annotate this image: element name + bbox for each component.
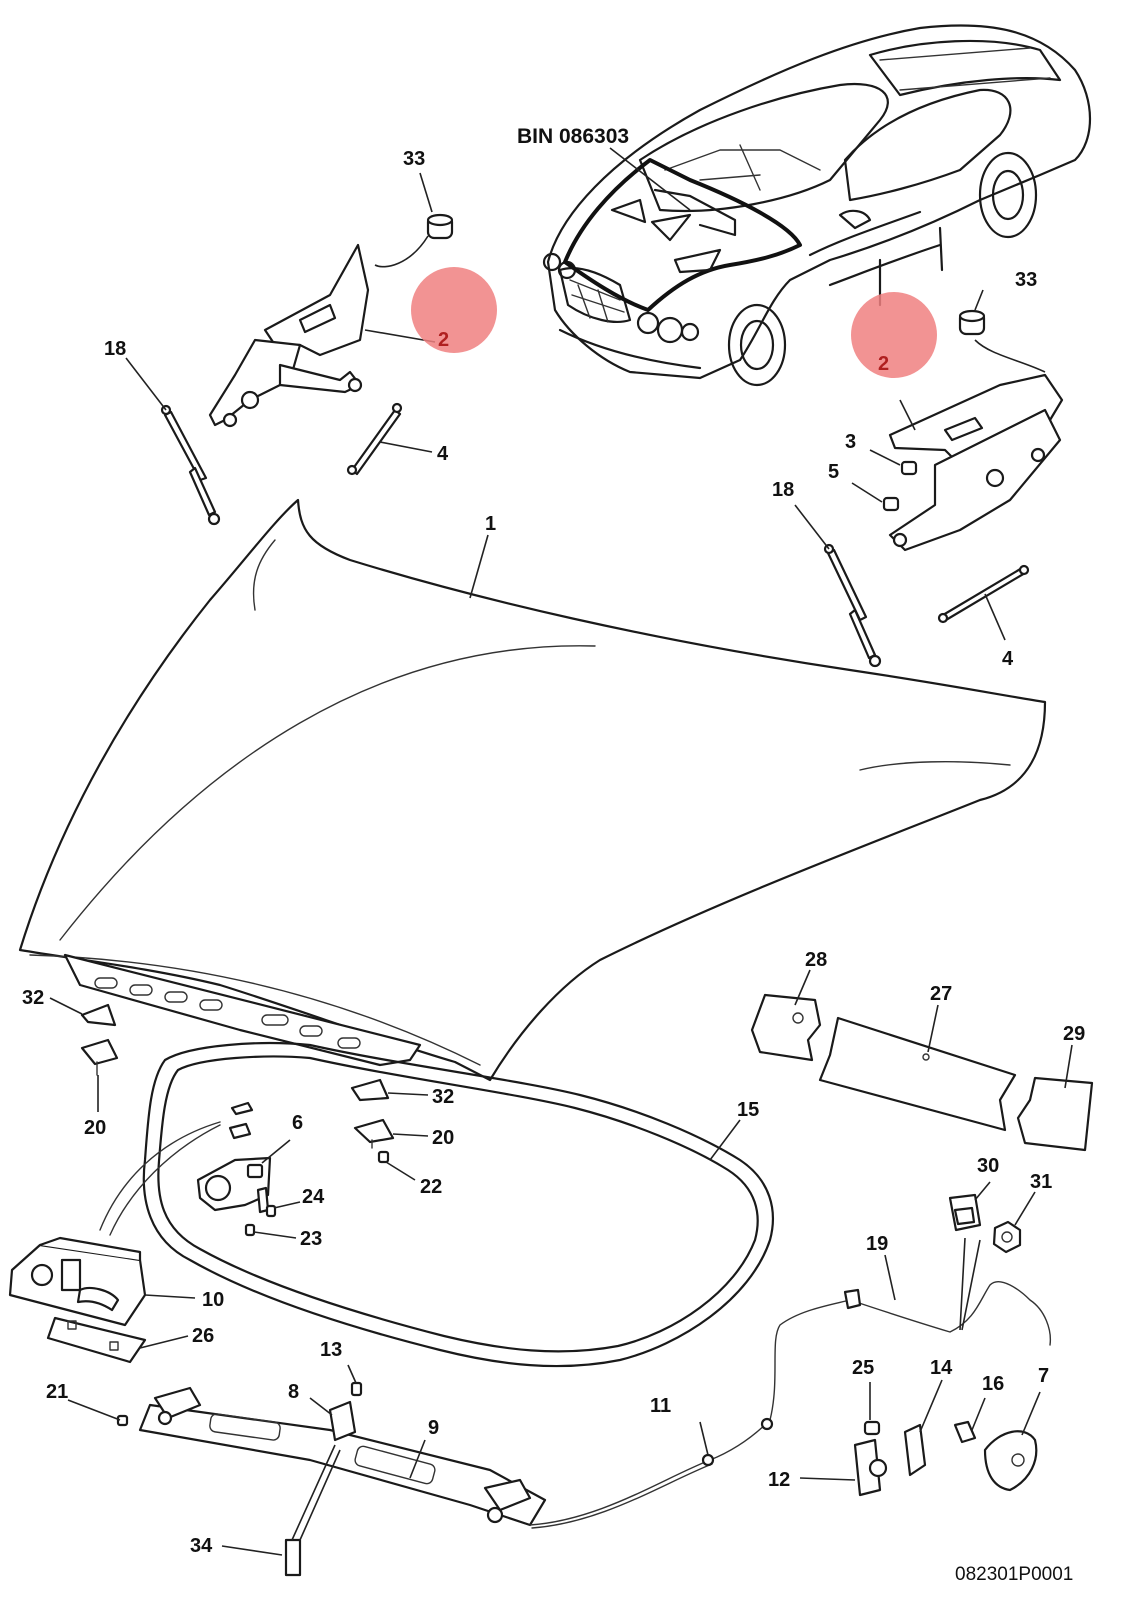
callout-33-right: 33 <box>1015 269 1037 291</box>
callout-11: 11 <box>650 1395 671 1417</box>
crossbar <box>67 1364 547 1577</box>
callout-2-right: 2 <box>878 353 889 375</box>
callout-18-right: 18 <box>772 479 794 501</box>
callout-5: 5 <box>828 461 839 483</box>
highlight-left-hinge <box>411 267 497 353</box>
callout-12: 12 <box>768 1469 790 1491</box>
gasket-26 <box>46 1316 147 1364</box>
callout-20-mid: 20 <box>432 1127 454 1149</box>
callout-labels: 33 2 18 4 33 2 3 5 18 4 1 28 27 29 32 20… <box>22 148 1085 1557</box>
callout-10: 10 <box>202 1289 224 1311</box>
pad-29 <box>1016 1076 1094 1152</box>
callout-15: 15 <box>737 1099 759 1121</box>
pad-27 <box>818 1016 1017 1132</box>
highlight-right-hinge <box>851 292 937 378</box>
callout-3: 3 <box>845 431 856 453</box>
left-hinge-assembly <box>125 172 454 526</box>
callout-31: 31 <box>1030 1171 1052 1193</box>
callout-25: 25 <box>852 1357 874 1379</box>
callout-28: 28 <box>805 949 827 971</box>
callout-6: 6 <box>292 1112 303 1134</box>
callout-13: 13 <box>320 1339 342 1361</box>
car-illustration: BIN 086303 <box>517 24 1091 387</box>
callout-26: 26 <box>192 1325 214 1347</box>
bonnet-panel <box>18 498 1047 1082</box>
callout-14: 14 <box>930 1357 953 1379</box>
drawing-reference: 082301P0001 <box>955 1564 1073 1585</box>
callout-20-left: 20 <box>84 1117 106 1139</box>
latch-assembly <box>99 1101 301 1239</box>
callout-4-left: 4 <box>437 443 449 465</box>
callout-22: 22 <box>420 1176 442 1198</box>
callout-23: 23 <box>300 1228 322 1250</box>
callout-24: 24 <box>302 1186 325 1208</box>
callout-8: 8 <box>288 1381 299 1403</box>
callout-30: 30 <box>977 1155 999 1177</box>
callout-9: 9 <box>428 1417 439 1439</box>
callout-1: 1 <box>485 513 496 535</box>
callout-32-left: 32 <box>22 987 44 1009</box>
callout-2-left: 2 <box>438 329 449 351</box>
callout-34: 34 <box>190 1535 213 1557</box>
pad-28 <box>750 993 822 1062</box>
callout-27: 27 <box>930 983 952 1005</box>
callout-16: 16 <box>982 1373 1004 1395</box>
callout-32-mid: 32 <box>432 1086 454 1108</box>
bonnet-slots <box>94 977 361 1049</box>
callout-7: 7 <box>1038 1365 1049 1387</box>
callout-21: 21 <box>46 1381 68 1403</box>
callout-18-left: 18 <box>104 338 126 360</box>
callout-4-right: 4 <box>1002 648 1014 670</box>
callout-33-left: 33 <box>403 148 425 170</box>
callout-29: 29 <box>1063 1023 1085 1045</box>
bonnet-seal <box>142 1042 774 1368</box>
callout-19: 19 <box>866 1233 888 1255</box>
latch-box <box>8 1236 196 1327</box>
vin-label: BIN 086303 <box>517 125 629 148</box>
right-hinge-assembly <box>794 289 1064 668</box>
